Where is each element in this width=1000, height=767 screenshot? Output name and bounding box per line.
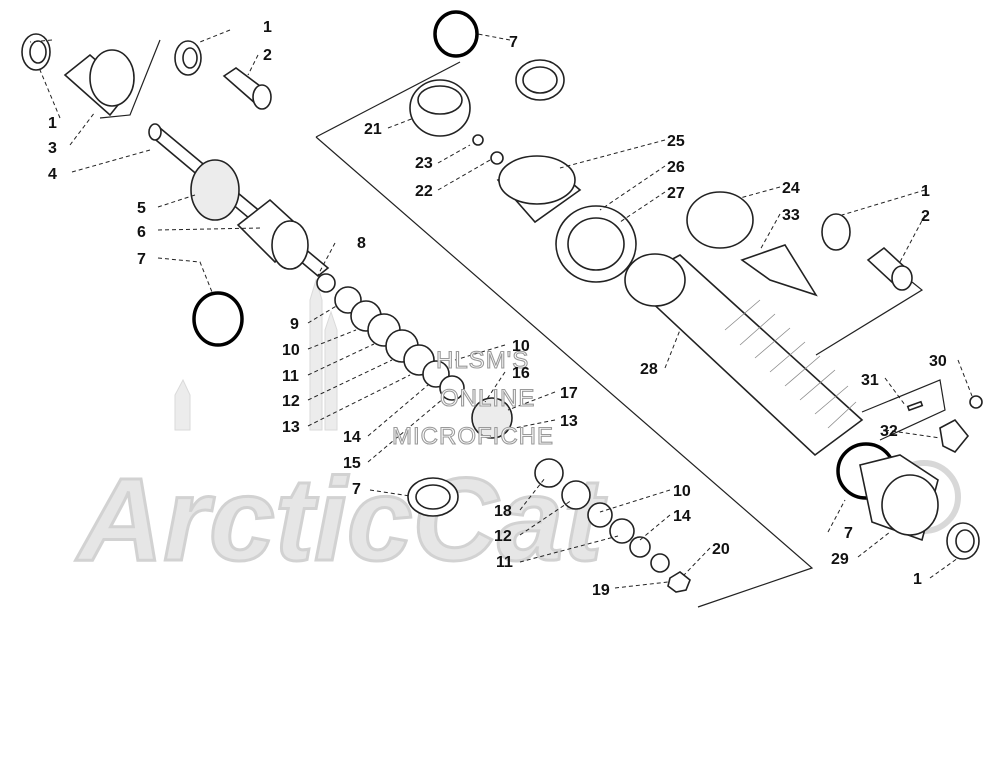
adjuster-collar <box>555 205 637 283</box>
callout-24: 24 <box>782 180 800 197</box>
callout-1: 1 <box>263 19 272 36</box>
callout-9: 9 <box>290 316 299 333</box>
callout-2: 2 <box>263 47 272 64</box>
eye-mount-left <box>63 49 135 117</box>
callout-10: 10 <box>282 342 300 359</box>
o-ring-left-icon <box>192 291 244 347</box>
callout-11: 11 <box>496 554 513 571</box>
spring-seat-disc <box>686 191 754 249</box>
leader-lines <box>29 29 973 589</box>
callout-10: 10 <box>512 338 530 355</box>
bushing-mid-right <box>821 213 913 291</box>
callout-5: 5 <box>137 200 146 217</box>
watermark-line2: ONLINE <box>440 385 535 412</box>
assembly-outline-lines <box>99 39 946 608</box>
callout-31: 31 <box>861 372 879 389</box>
watermark-line3: MICROFICHE <box>392 423 554 450</box>
shaft-seal-head <box>236 198 309 270</box>
callout-14: 14 <box>673 508 691 525</box>
callout-1: 1 <box>913 571 922 588</box>
spring-seat-clip <box>740 244 818 297</box>
seal-rings <box>407 59 565 517</box>
upper-bushing-right <box>174 40 202 76</box>
callout-32: 32 <box>880 423 898 440</box>
valve-fitting <box>906 395 983 454</box>
valve-stack-left <box>316 273 513 439</box>
callout-8: 8 <box>357 235 366 252</box>
callout-16: 16 <box>512 365 530 382</box>
callout-19: 19 <box>592 582 610 599</box>
bump-stop <box>190 159 240 221</box>
callout-18: 18 <box>494 503 512 520</box>
callout-11: 11 <box>282 368 299 385</box>
callout-3: 3 <box>48 140 57 157</box>
callout-7: 7 <box>844 525 853 542</box>
callout-2: 2 <box>921 208 930 225</box>
callout-12: 12 <box>282 393 300 410</box>
callout-28: 28 <box>640 361 658 378</box>
callout-21: 21 <box>364 121 382 138</box>
callout-10: 10 <box>673 483 691 500</box>
callout-29: 29 <box>831 551 849 568</box>
upper-bushing-left <box>21 33 51 71</box>
callout-1: 1 <box>48 115 57 132</box>
watermark-brand-text: ArcticCat <box>75 454 607 586</box>
reservoir-cap <box>409 79 504 165</box>
bushing-lower-right <box>946 522 980 560</box>
callout-7: 7 <box>509 34 518 51</box>
callout-20: 20 <box>712 541 730 558</box>
callout-12: 12 <box>494 528 512 545</box>
watermark-logo: ArcticCat <box>74 278 961 588</box>
callout-6: 6 <box>137 224 146 241</box>
callout-13: 13 <box>282 419 300 436</box>
callout-17: 17 <box>560 385 578 402</box>
callout-4: 4 <box>48 166 57 183</box>
callout-15: 15 <box>343 455 361 472</box>
mounting-eye-right <box>859 454 939 542</box>
callout-7: 7 <box>352 481 361 498</box>
callout-labels: 1 2 1 3 4 5 6 7 8 9 10 11 12 13 14 15 7 … <box>48 19 947 599</box>
callout-7: 7 <box>137 251 146 268</box>
watermark-line1: HLSM'S <box>436 347 529 374</box>
o-ring-top-icon <box>433 10 479 58</box>
watermark-text-block: HLSM'S ONLINE MICROFICHE <box>391 346 554 450</box>
callout-27: 27 <box>667 185 685 202</box>
callout-25: 25 <box>667 133 685 150</box>
callout-33: 33 <box>782 207 800 224</box>
callout-13: 13 <box>560 413 578 430</box>
callout-1: 1 <box>921 183 930 200</box>
shock-body <box>624 253 864 457</box>
spacer-sleeve-upper <box>222 67 272 110</box>
valve-stack-lower <box>534 458 691 593</box>
callout-30: 30 <box>929 353 947 370</box>
callout-22: 22 <box>415 183 433 200</box>
spring-retainer <box>496 155 582 224</box>
callout-23: 23 <box>415 155 433 172</box>
callout-14: 14 <box>343 429 361 446</box>
callout-26: 26 <box>667 159 685 176</box>
